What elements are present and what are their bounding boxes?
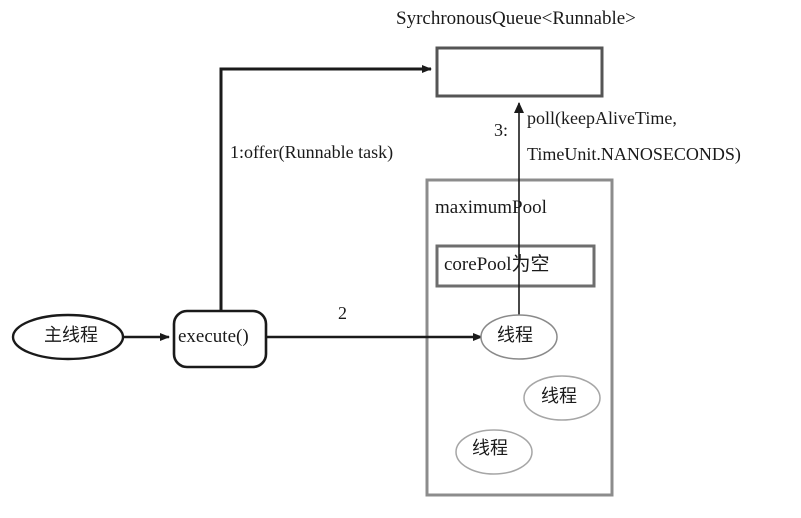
poll-step-label-line2: TimeUnit.NANOSECONDS)	[527, 144, 741, 164]
poll-step-label-line1: poll(keepAliveTime,	[527, 108, 677, 128]
core-pool-box	[435, 244, 596, 288]
execute-step-number: 2	[338, 303, 347, 323]
main-thread-label: 主线程	[44, 325, 98, 345]
offer-arrow	[219, 65, 432, 311]
execute-label: execute()	[178, 326, 249, 347]
main-thread-ellipse	[11, 313, 125, 361]
thread-label-2: 线程	[541, 386, 577, 406]
queue-title: SyrchronousQueue<Runnable>	[396, 8, 636, 29]
execute-box	[172, 309, 268, 369]
poll-step-number: 3:	[494, 120, 509, 140]
core-pool-label: corePool为空	[444, 254, 550, 275]
thread-label-1: 线程	[497, 325, 533, 345]
thread-label-3: 线程	[472, 438, 508, 458]
thread-ellipse-3	[455, 429, 533, 475]
maximum-pool-label: maximumPool	[435, 197, 547, 218]
thread-ellipse-1	[480, 314, 558, 360]
offer-step-label: 1:offer(Runnable task)	[230, 142, 394, 162]
synchronous-queue-box	[435, 46, 604, 98]
thread-ellipse-2	[523, 375, 601, 421]
